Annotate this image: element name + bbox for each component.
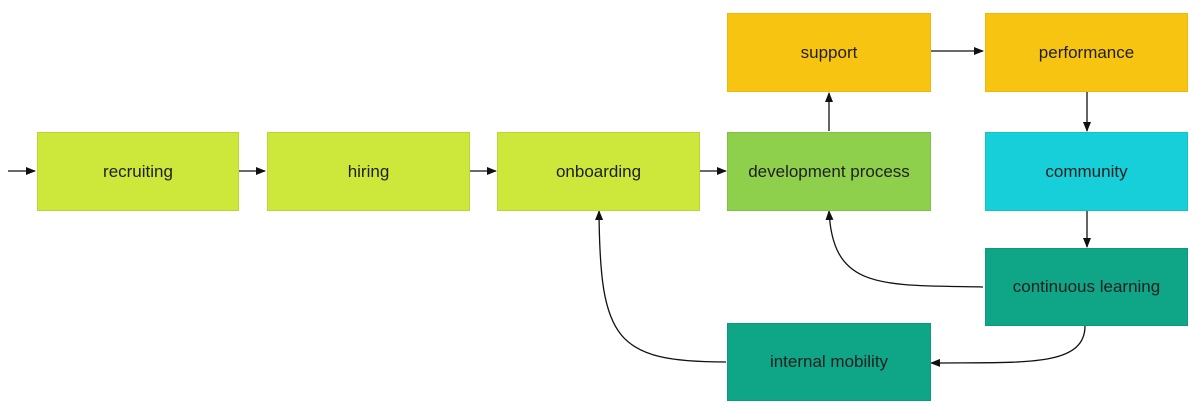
node-community[interactable]: community [985,132,1188,211]
node-continuous-learning[interactable]: continuous learning [985,248,1188,326]
node-internal-mobility[interactable]: internal mobility [727,323,931,401]
arrow-internal-mobility-to-onboarding [595,210,727,363]
node-recruiting[interactable]: recruiting [37,132,239,211]
node-performance[interactable]: performance [985,13,1188,92]
node-hiring[interactable]: hiring [267,132,470,211]
node-onboarding[interactable]: onboarding [497,132,700,211]
arrow-continuous-learning-to-development [825,210,984,288]
arrow-continuous-learning-to-internal-mobility [930,325,1086,367]
node-support[interactable]: support [727,13,931,92]
node-development-process[interactable]: development process [727,132,931,211]
